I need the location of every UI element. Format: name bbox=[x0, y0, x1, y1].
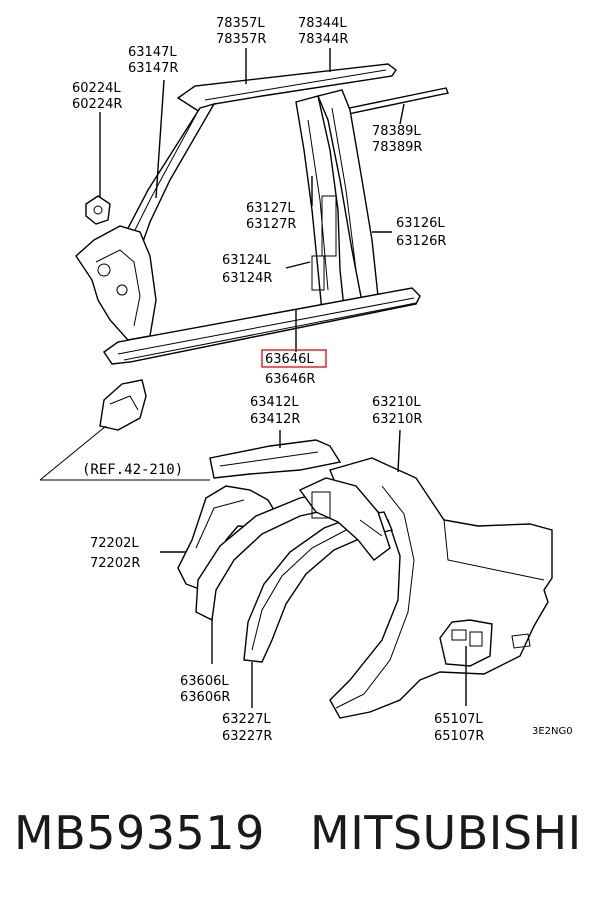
label-63412-r: 63412R bbox=[250, 412, 300, 427]
label-63127-r: 63127R bbox=[246, 217, 296, 232]
label-63127-l: 63127L bbox=[246, 201, 295, 216]
label-60224-l: 60224L bbox=[72, 81, 121, 96]
brand-name: MITSUBISHI bbox=[310, 806, 582, 860]
rear-quarter-assembly bbox=[177, 439, 553, 719]
label-78389-l: 78389L bbox=[372, 124, 421, 139]
parts-diagram: 78357L 78357R 78344L 78344R 63147L 63147… bbox=[39, 16, 573, 744]
label-78357-l: 78357L bbox=[216, 16, 265, 31]
part-number: MB593519 bbox=[14, 806, 265, 860]
label-63147-r: 63147R bbox=[128, 61, 178, 76]
label-63126-r: 63126R bbox=[396, 234, 446, 249]
label-63210-l: 63210L bbox=[372, 395, 421, 410]
part-labels: 78357L 78357R 78344L 78344R 63147L 63147… bbox=[72, 16, 573, 744]
label-63126-l: 63126L bbox=[396, 216, 445, 231]
label-78357-r: 78357R bbox=[216, 32, 266, 47]
label-78344-r: 78344R bbox=[298, 32, 348, 47]
diagram-code: 3E2NG0 bbox=[532, 726, 573, 737]
label-63124-l: 63124L bbox=[222, 253, 271, 268]
label-63227-l: 63227L bbox=[222, 712, 271, 727]
label-65107-l: 65107L bbox=[434, 712, 483, 727]
label-63646-l: 63646L bbox=[265, 352, 314, 367]
label-78389-r: 78389R bbox=[372, 140, 422, 155]
leader-lines bbox=[99, 48, 467, 708]
label-78344-l: 78344L bbox=[298, 16, 347, 31]
reference-label: (REF.42-210) bbox=[82, 462, 183, 478]
label-63606-l: 63606L bbox=[180, 674, 229, 689]
label-63412-l: 63412L bbox=[250, 395, 299, 410]
upper-body-frame bbox=[75, 63, 449, 365]
label-63227-r: 63227R bbox=[222, 729, 272, 744]
label-63124-r: 63124R bbox=[222, 271, 272, 286]
label-60224-r: 60224R bbox=[72, 97, 122, 112]
label-72202-l: 72202L bbox=[90, 536, 139, 551]
label-65107-r: 65107R bbox=[434, 729, 484, 744]
label-63147-l: 63147L bbox=[128, 45, 177, 60]
ref-bracket bbox=[39, 379, 210, 481]
label-63606-r: 63606R bbox=[180, 690, 230, 705]
highlight-box-63646l bbox=[261, 349, 327, 368]
label-63646-r: 63646R bbox=[265, 372, 315, 387]
label-63210-r: 63210R bbox=[372, 412, 422, 427]
label-72202-r: 72202R bbox=[90, 556, 140, 571]
